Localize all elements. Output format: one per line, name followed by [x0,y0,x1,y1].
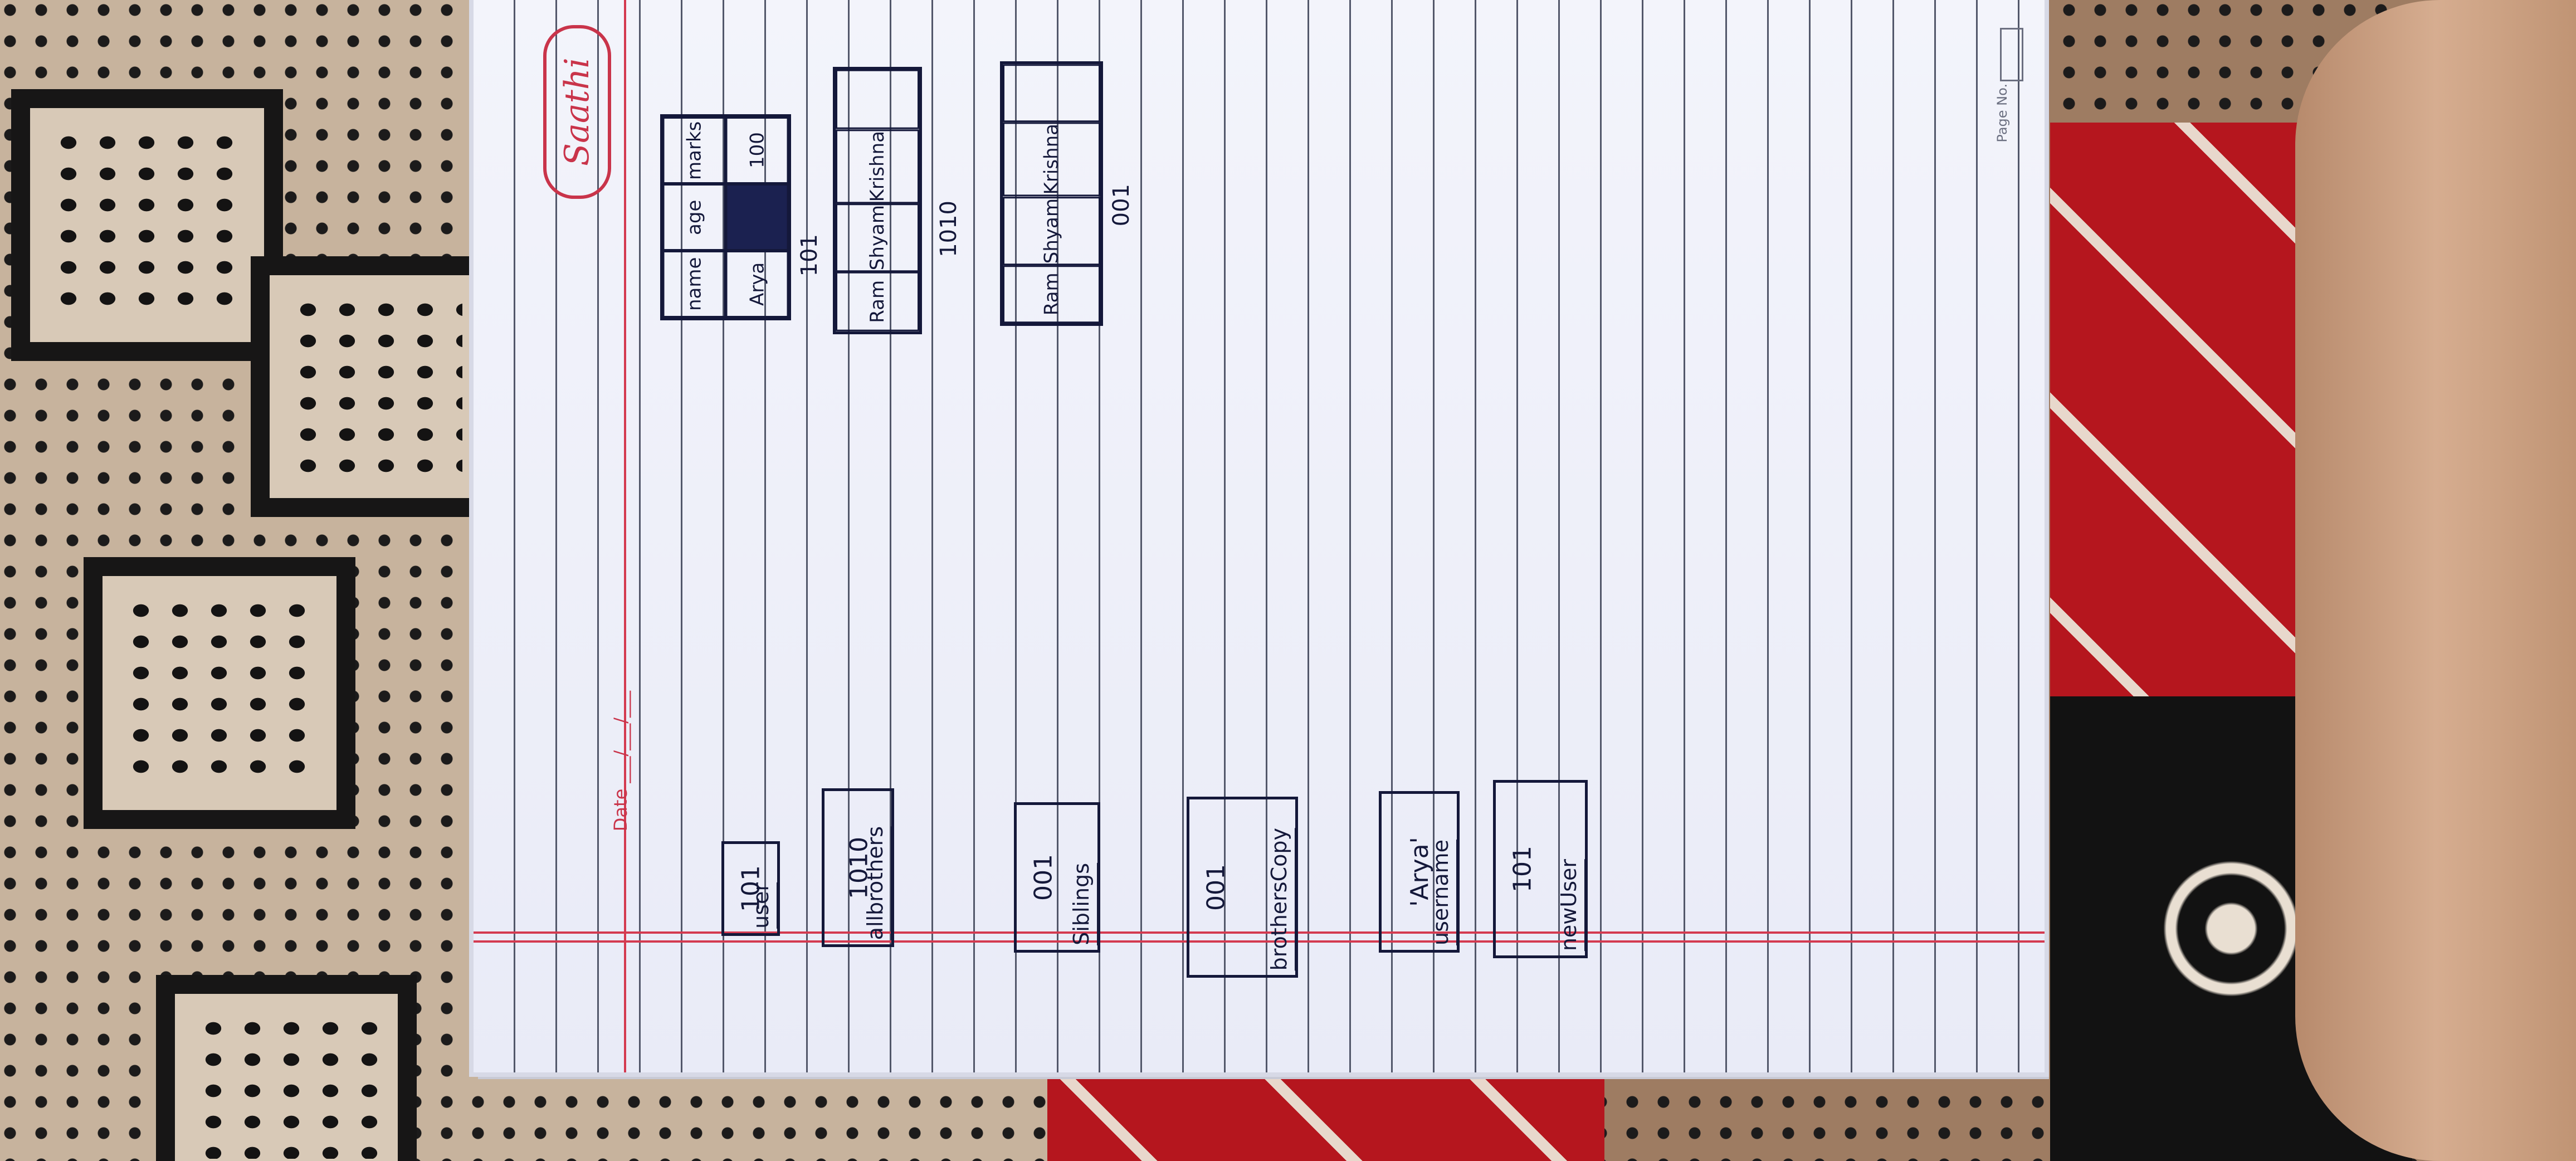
object-cell [725,184,788,251]
object-cell: name [663,251,726,318]
object-1010: Krishna Shyam Ram [833,67,922,334]
variable-value: 101 [1508,846,1537,892]
fabric-tile [84,557,355,829]
variable-name: newUser [1557,858,1587,951]
variable-name: user [749,882,779,929]
page-number-label: Page No. [1994,84,2010,143]
variable-box-brotherscopy: 001 brothersCopy [1187,797,1298,978]
page-number-box [2000,28,2023,81]
margin-line-top [624,0,626,1072]
variable-value: 001 [1202,864,1231,911]
object-cell: Shyam [1003,196,1100,265]
variable-name: brothersCopy [1267,827,1297,970]
object-cell: 100 [725,117,788,184]
brand-logo: Saathi [543,25,611,199]
variable-box-allbrothers: 1010 allbrothers [822,788,894,947]
variable-box-user: 101 user [721,841,780,936]
object-cell: Arya [725,251,788,318]
variable-name: username [1428,840,1459,945]
variable-value: 001 [1029,854,1058,901]
object-address: 001 [1109,184,1134,227]
variable-name: Siblings [1069,863,1100,945]
margin-line-red-2 [474,940,2045,943]
variable-box-newuser: 101 newUser [1493,780,1588,958]
object-cell: Ram [1003,265,1100,323]
fabric-tile [156,975,417,1161]
object-cell-empty [1003,64,1100,123]
margin-line-red [474,931,2045,934]
object-001: Krishna Shyam Ram [1000,61,1103,326]
variable-box-username: 'Arya' username [1379,791,1460,953]
object-101: marks 100 age name Arya [660,114,791,320]
fabric-tile [11,89,283,361]
object-cell: Krishna [836,129,919,204]
object-cell: marks [663,117,726,184]
notebook-page [474,0,2045,1072]
object-cell: Ram [836,272,919,331]
object-address: 101 [797,234,822,277]
object-address: 1010 [936,201,962,257]
fabric-tile [251,256,500,517]
forearm [2295,0,2576,1161]
variable-box-siblings: 001 Siblings [1014,802,1100,953]
object-cell: Shyam [836,203,919,272]
object-cell: Krishna [1003,122,1100,197]
date-label: Date ___/___/___ [610,691,631,832]
object-cell: age [663,184,726,251]
variable-name: allbrothers [863,826,894,940]
object-cell-empty [836,70,919,129]
brand-text: Saathi [558,57,597,167]
red-cloth-bottom [1047,1075,1604,1161]
